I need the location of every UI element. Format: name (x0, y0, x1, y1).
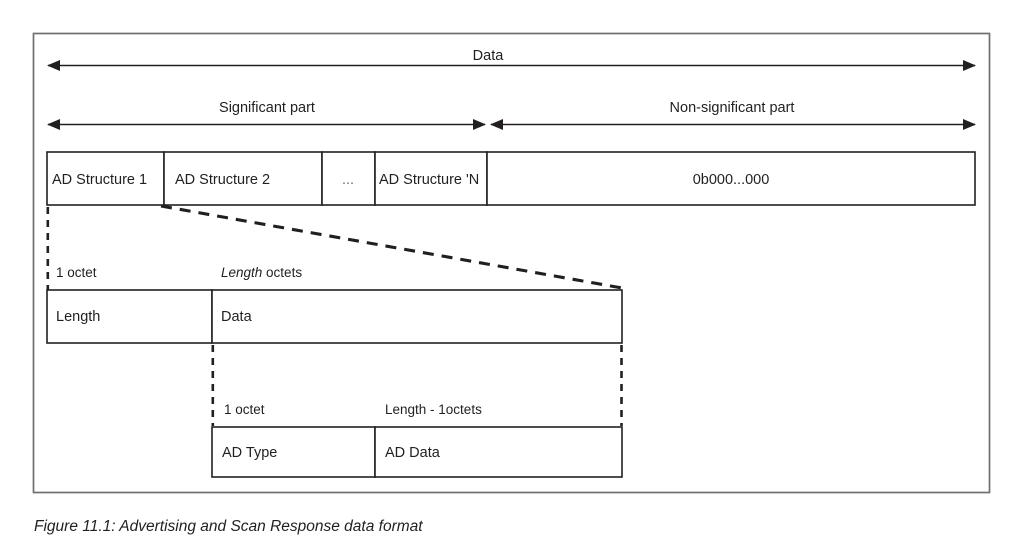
label-one-octet-bottom: 1 octet (224, 402, 265, 417)
box-ad-structure-1 (46, 151, 165, 206)
row-ad-data-detail: AD Type AD Data (211, 426, 623, 478)
label-length-octets-rest: octets (262, 265, 302, 280)
label-length-octets: Length octets (221, 265, 302, 280)
label-length-octets-italic: Length (221, 265, 262, 280)
figure-frame (32, 32, 991, 494)
box-data (211, 289, 623, 344)
row-ad-structure-detail: Length Data (46, 289, 623, 344)
label-ad-structure-1: AD Structure 1 (52, 172, 147, 188)
label-ad-structure-ellipsis: ... (342, 172, 354, 188)
label-ad-type: AD Type (222, 445, 277, 461)
box-ad-structure-ellipsis (321, 151, 376, 206)
label-data-span: Data (473, 48, 505, 64)
box-ad-structure-n (374, 151, 488, 206)
box-non-significant-zeros (486, 151, 976, 206)
label-non-significant-zeros: 0b000...000 (693, 172, 770, 188)
label-length: Length (56, 309, 100, 325)
label-data: Data (221, 309, 253, 325)
box-ad-structure-2 (163, 151, 323, 206)
label-one-octet-top: 1 octet (56, 265, 97, 280)
row-ad-structures: AD Structure 1 AD Structure 2 ... AD Str… (46, 151, 976, 206)
label-non-significant-part: Non-significant part (670, 100, 795, 116)
label-ad-structure-n: AD Structure 'N (379, 172, 479, 188)
box-ad-data (374, 426, 623, 478)
connector-diagonal-ad-structure (160, 204, 623, 290)
figure-caption: Figure 11.1: Advertising and Scan Respon… (34, 518, 423, 535)
label-ad-structure-2: AD Structure 2 (175, 172, 270, 188)
label-ad-data: AD Data (385, 445, 441, 461)
label-length-minus-one-octets: Length - 1octets (385, 402, 482, 417)
label-significant-part: Significant part (219, 100, 315, 116)
